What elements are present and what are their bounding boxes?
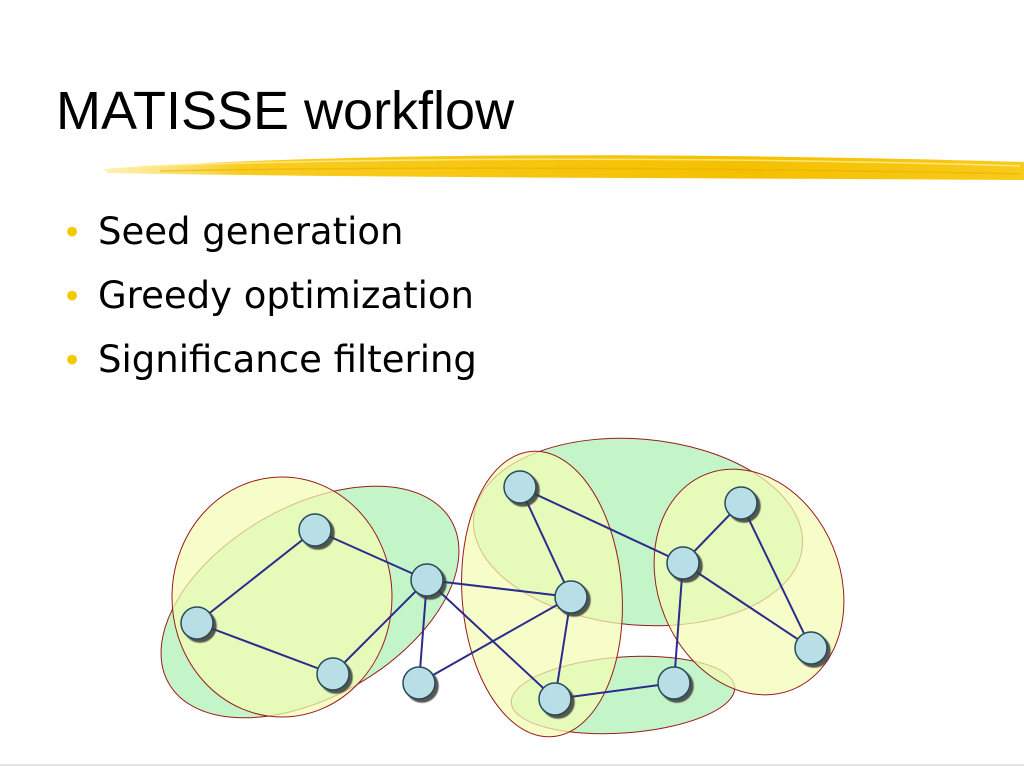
- edge: [740, 502, 812, 649]
- edge: [332, 579, 428, 675]
- bullet-item: • Greedy optimization: [62, 268, 477, 332]
- bullet-dot-icon: •: [62, 277, 83, 317]
- bullet-text: Greedy optimization: [98, 274, 474, 317]
- network-node: [180, 606, 214, 640]
- edge: [426, 579, 556, 700]
- edge: [554, 596, 572, 700]
- slide-title: MATISSE workflow: [56, 81, 515, 141]
- bullet-text: Significance filtering: [98, 338, 477, 381]
- footer-divider: [0, 764, 1024, 766]
- network-node: [794, 631, 828, 665]
- network-node: [410, 563, 444, 597]
- network-node: [666, 546, 700, 580]
- edge: [554, 682, 675, 700]
- edge: [426, 579, 572, 598]
- network-node: [298, 513, 332, 547]
- network-node: [503, 470, 537, 504]
- network-nodes: [180, 470, 828, 716]
- title-underline-brush: [104, 155, 1024, 180]
- edge: [418, 579, 428, 684]
- bullet-item: • Seed generation: [62, 204, 477, 268]
- edge: [673, 562, 684, 684]
- edge: [519, 486, 684, 564]
- edge: [196, 529, 316, 624]
- network-node: [724, 486, 758, 520]
- edge: [314, 529, 428, 581]
- edge: [196, 622, 334, 675]
- bullet-dot-icon: •: [62, 213, 83, 253]
- bullet-dot-icon: •: [62, 341, 83, 381]
- network-node: [657, 666, 691, 700]
- bullet-list: • Seed generation • Greedy optimization • S…: [62, 204, 477, 396]
- network-edges: [196, 486, 812, 700]
- edge: [682, 562, 812, 649]
- edge: [418, 596, 572, 684]
- yellow-module-left: [171, 476, 393, 718]
- network-node: [402, 666, 436, 700]
- network-node: [316, 657, 350, 691]
- bullet-item: • Significance filtering: [62, 332, 477, 396]
- network-node: [554, 580, 588, 614]
- network-node: [538, 682, 572, 716]
- edge: [519, 486, 572, 598]
- bullet-text: Seed generation: [98, 210, 404, 253]
